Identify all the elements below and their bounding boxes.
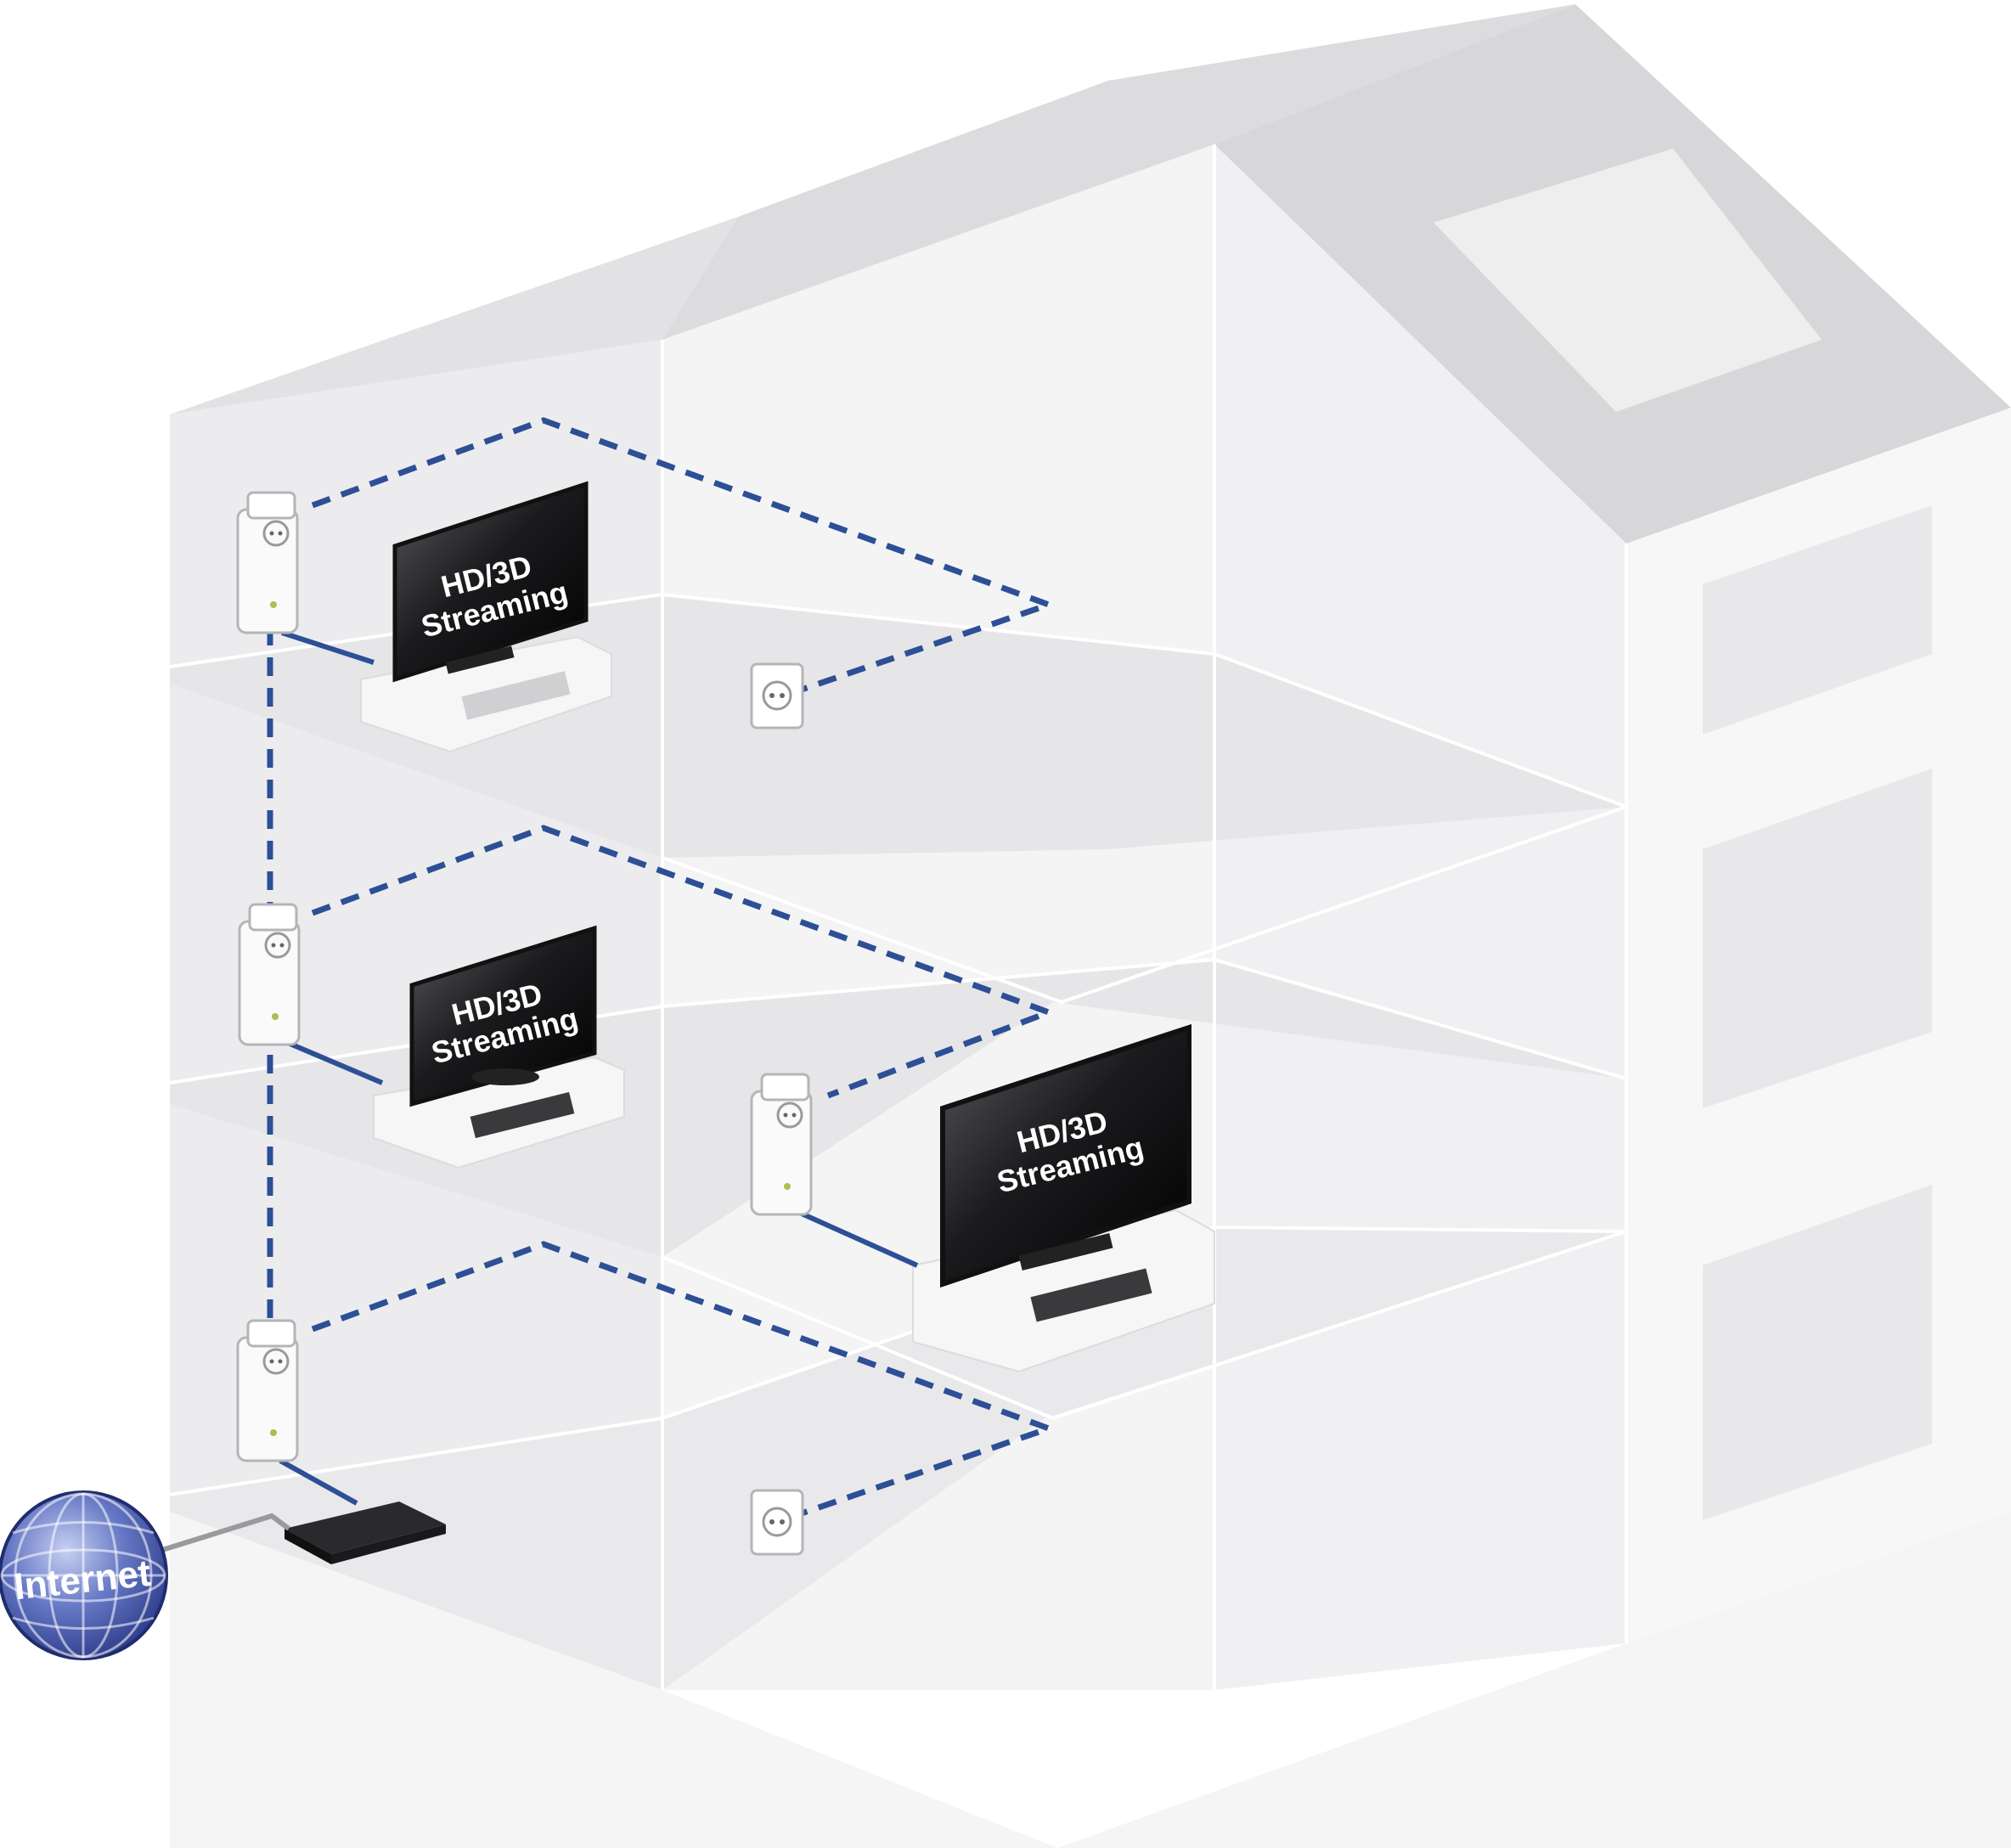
floor-slab-low (170, 1227, 1626, 1690)
internet-globe: Internet (0, 1490, 168, 1660)
skylight (1434, 149, 1822, 412)
cable (281, 630, 375, 665)
adapter-floor-2-right (750, 1073, 813, 1216)
tv-foot (1018, 1232, 1113, 1271)
router-front (331, 1524, 446, 1564)
wall-socket-floor-1 (750, 1489, 804, 1556)
router-side (284, 1529, 331, 1564)
tv-foot (471, 1068, 539, 1085)
room-floor-2-right: HD/3D Streaming (792, 1023, 1215, 1373)
cable (280, 1038, 384, 1085)
tv-screen (409, 925, 597, 1107)
internet-cable (148, 1513, 290, 1557)
window-mid (1703, 769, 1932, 1108)
adapter-floor-3 (236, 491, 299, 634)
window-low (1703, 1185, 1932, 1520)
house (169, 4, 2011, 1848)
cable (279, 1458, 358, 1506)
tv-foot (445, 645, 515, 674)
adapter-floor-1 (236, 1319, 299, 1462)
tv-screen (392, 481, 589, 683)
roof-main (662, 4, 1575, 340)
tv-screen (940, 1023, 1191, 1288)
adapter-floor-2 (238, 903, 301, 1046)
media-player (470, 1091, 575, 1139)
media-player (461, 671, 571, 720)
ground (170, 1512, 2011, 1848)
room-floor-2: HD/3D Streaming (280, 925, 625, 1169)
link-floor-2 (311, 825, 1058, 1099)
link-floor-3 (311, 417, 1058, 696)
media-player (1030, 1268, 1152, 1322)
router (284, 1502, 446, 1554)
room-floor-1 (148, 1458, 446, 1564)
window-top (1703, 505, 1932, 735)
cable (792, 1208, 919, 1268)
room-floor-3: HD/3D Streaming (281, 481, 612, 753)
link-floor-1 (311, 1241, 1058, 1519)
wall-socket-floor-3 (750, 662, 804, 730)
